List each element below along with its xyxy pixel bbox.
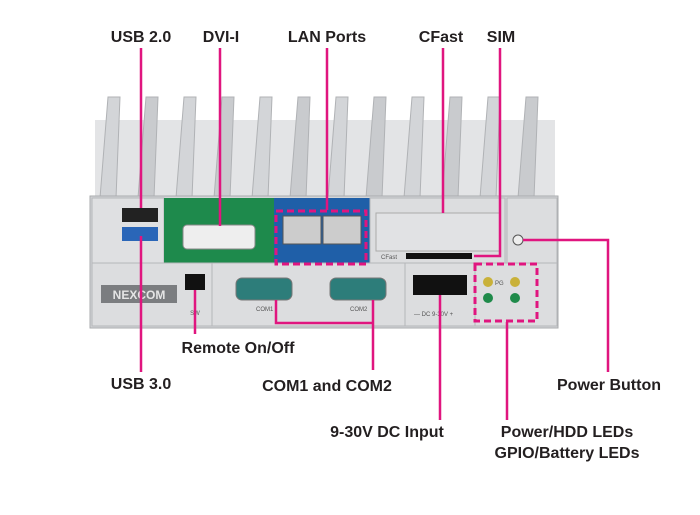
lan-port-2 bbox=[322, 215, 362, 245]
dvi-port bbox=[182, 224, 256, 250]
com1-label: COM1 bbox=[256, 307, 274, 313]
pg-label: PG bbox=[495, 281, 504, 287]
label-lan: LAN Ports bbox=[288, 29, 366, 46]
dc-jack bbox=[413, 275, 467, 295]
label-usb3: USB 3.0 bbox=[111, 376, 172, 393]
led-battery bbox=[510, 293, 520, 303]
com1-port bbox=[235, 277, 293, 301]
usb2-port bbox=[122, 208, 158, 222]
label-cfast: CFast bbox=[419, 29, 464, 46]
led-power bbox=[483, 277, 493, 287]
com2-port bbox=[329, 277, 387, 301]
front-panel: CFast NEXCOM SW COM1 COM2 — DC 9-30V + P… bbox=[89, 195, 559, 329]
cfast-slot bbox=[406, 253, 472, 259]
com2-label: COM2 bbox=[350, 307, 368, 313]
callout-lines bbox=[139, 48, 610, 420]
label-sim: SIM bbox=[487, 29, 515, 46]
dc-label: — DC 9-30V + bbox=[414, 312, 454, 318]
label-usb2: USB 2.0 bbox=[111, 29, 172, 46]
nexcom-logo bbox=[101, 285, 177, 303]
power-button bbox=[512, 234, 524, 246]
lan-port-1 bbox=[282, 215, 322, 245]
remote-switch-connector bbox=[185, 274, 205, 290]
usb3-port bbox=[122, 227, 158, 241]
led-pg bbox=[510, 277, 520, 287]
label-leds-1: Power/HDD LEDs bbox=[501, 424, 634, 441]
label-dvi: DVI-I bbox=[203, 29, 239, 46]
cfast-slot-label: CFast bbox=[381, 255, 397, 261]
label-dc-input: 9-30V DC Input bbox=[330, 424, 444, 441]
label-leds-2: GPIO/Battery LEDs bbox=[495, 445, 640, 462]
led-hdd bbox=[483, 293, 493, 303]
heatsink bbox=[95, 96, 555, 200]
label-power-button: Power Button bbox=[557, 377, 661, 394]
label-com: COM1 and COM2 bbox=[262, 378, 392, 395]
logo-text: NEXCOM bbox=[113, 288, 166, 302]
label-remote: Remote On/Off bbox=[182, 340, 296, 357]
